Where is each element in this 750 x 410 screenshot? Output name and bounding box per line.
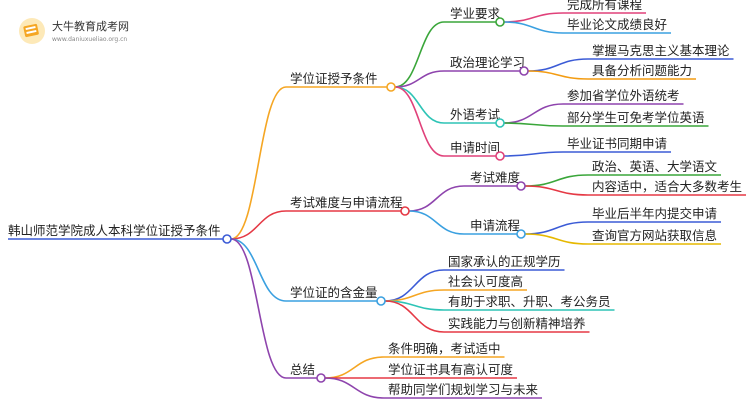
- leaf-node-label[interactable]: 条件明确，考试适中: [388, 341, 501, 356]
- leaf-node-label[interactable]: 实践能力与创新精神培养: [448, 316, 586, 331]
- subtopic-toggle-knob[interactable]: [495, 151, 505, 161]
- subtopic-toggle-knob[interactable]: [516, 181, 526, 191]
- branch-toggle-knob[interactable]: [316, 373, 326, 383]
- subtopic-node-label[interactable]: 申请流程: [470, 218, 521, 233]
- branch-node-label[interactable]: 学位证授予条件: [290, 71, 378, 86]
- leaf-node-label[interactable]: 国家承认的正规学历: [448, 254, 561, 269]
- leaf-connector: [527, 70, 589, 80]
- subtopic-toggle-knob[interactable]: [495, 17, 505, 27]
- subtopic-toggle-knob[interactable]: [495, 118, 505, 128]
- leaf-node-label[interactable]: 毕业证书同期申请: [567, 136, 667, 151]
- leaf-connector: [503, 151, 564, 157]
- branch-connector: [230, 210, 287, 240]
- leaf-node-label[interactable]: 查询官方网站获取信息: [592, 228, 717, 243]
- subtopic-connector: [394, 86, 445, 157]
- subtopic-connector: [408, 185, 465, 212]
- leaf-connector: [384, 300, 445, 333]
- subtopic-node-label[interactable]: 外语考试: [450, 107, 501, 122]
- leaf-node-label[interactable]: 学位证书具有高认可度: [388, 362, 514, 377]
- branch-connector: [230, 238, 287, 379]
- branch-node-label[interactable]: 学位证的含金量: [290, 285, 378, 300]
- branch-toggle-knob[interactable]: [400, 206, 410, 216]
- leaf-node-label[interactable]: 政治、英语、大学语文: [592, 159, 718, 174]
- leaf-node-label[interactable]: 参加省学位外语统考: [567, 88, 680, 103]
- leaf-node-label[interactable]: 完成所有课程: [567, 0, 643, 12]
- watermark-title: 大牛教育成考网: [52, 19, 129, 33]
- subtopic-connector: [394, 86, 445, 124]
- leaf-node-label[interactable]: 毕业论文成绩良好: [567, 17, 667, 32]
- subtopic-toggle-knob[interactable]: [516, 229, 526, 239]
- branch-connector: [230, 86, 287, 240]
- watermark-logo: 大牛教育成考网 www.daniuxueliao.org.cn: [19, 18, 129, 44]
- subtopic-connector: [394, 70, 445, 88]
- leaf-node-label[interactable]: 社会认可度高: [448, 274, 523, 289]
- branch-toggle-knob[interactable]: [376, 296, 386, 306]
- leaf-connector: [324, 377, 385, 399]
- leaf-connector: [524, 174, 589, 187]
- leaf-connector: [524, 185, 589, 196]
- leaf-connector: [524, 233, 589, 245]
- leaf-node-label[interactable]: 有助于求职、升职、考公务员: [448, 294, 611, 309]
- leaf-node-label[interactable]: 毕业后半年内提交申请: [592, 206, 717, 221]
- subtopic-toggle-knob[interactable]: [519, 66, 529, 76]
- subtopic-node-label[interactable]: 学业要求: [450, 6, 501, 21]
- subtopic-node-label[interactable]: 考试难度: [470, 170, 521, 185]
- leaf-connector: [503, 21, 564, 34]
- branch-node-label[interactable]: 总结: [290, 362, 315, 377]
- leaf-connector: [503, 103, 564, 124]
- subtopic-node-label[interactable]: 申请时间: [450, 140, 500, 155]
- leaf-connector: [503, 12, 564, 23]
- subtopic-node-label[interactable]: 政治理论学习: [450, 55, 525, 70]
- root-node-label[interactable]: 韩山师范学院成人本科学位证授予条件: [8, 223, 221, 238]
- leaf-node-label[interactable]: 具备分析问题能力: [592, 63, 692, 78]
- leaf-node-label[interactable]: 内容适中，适合大多数考生: [592, 179, 742, 194]
- connector-layer: [8, 12, 747, 399]
- branch-connector: [230, 238, 287, 302]
- leaf-node-label[interactable]: 帮助同学们规划学习与未来: [388, 382, 539, 397]
- node-layer: 韩山师范学院成人本科学位证授予条件 学位证授予条件 学业要求 完成所有课程毕业论文成绩…: [8, 0, 742, 397]
- leaf-connector: [503, 122, 564, 127]
- subtopic-connector: [408, 210, 465, 235]
- root-toggle-knob[interactable]: [222, 234, 232, 244]
- leaf-node-label[interactable]: 部分学生可免考学位英语: [567, 110, 705, 125]
- watermark-url: www.daniuxueliao.org.cn: [52, 36, 127, 43]
- branch-node-label[interactable]: 考试难度与申请流程: [290, 195, 403, 210]
- subtopic-connector: [394, 21, 445, 88]
- leaf-connector: [524, 221, 589, 235]
- branch-toggle-knob[interactable]: [386, 82, 396, 92]
- leaf-node-label[interactable]: 掌握马克思主义基本理论: [592, 43, 730, 58]
- leaf-connector: [527, 58, 589, 72]
- leaf-connector: [324, 356, 385, 379]
